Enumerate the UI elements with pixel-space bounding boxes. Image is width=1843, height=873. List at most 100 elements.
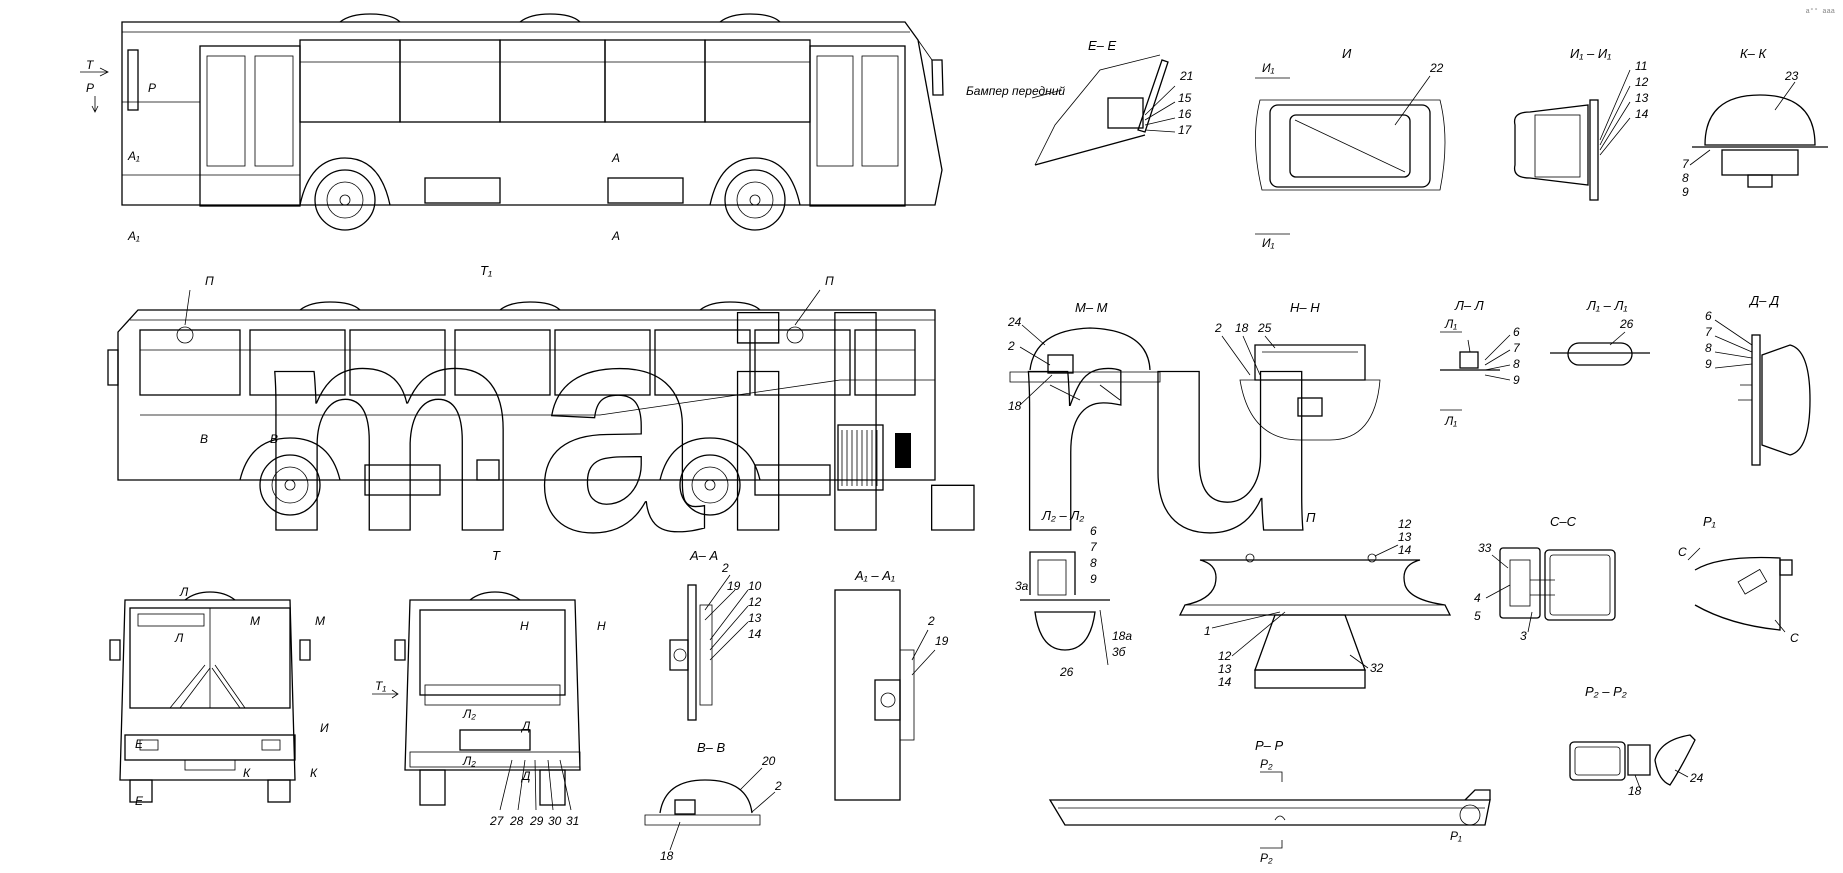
- callout-i1-11: 11: [1635, 59, 1647, 73]
- mark-p-left: П: [205, 274, 214, 288]
- note-bumper: Бампер передний: [966, 84, 1065, 98]
- title-t1: Т₁: [480, 263, 492, 278]
- mark-c-bottom: С: [1790, 631, 1799, 645]
- section-l-l: Л– Л Л₁ Л₁ 6 7 8 9: [1440, 298, 1521, 428]
- title-t: Т: [492, 548, 501, 563]
- mark-a1-bottom: А₁: [127, 229, 140, 243]
- mark-a-top: А: [611, 151, 620, 165]
- callout-p-14-bot: 14: [1218, 675, 1232, 689]
- callout-l2-18a: 18а: [1112, 629, 1132, 643]
- mark-d-bottom: Д: [520, 769, 531, 783]
- callout-mm-18: 18: [1008, 399, 1022, 413]
- view-i: И И₁ И₁ 22: [1255, 46, 1446, 250]
- rear-callouts: 27 28 29 30 31: [489, 759, 579, 828]
- view-p: П 12 13 14 1 12 13 14 32: [1178, 510, 1452, 689]
- bus-rear-view: Т: [394, 548, 581, 806]
- section-l1-l1: Л₁ – Л₁ 26: [1550, 298, 1650, 366]
- callout-p-32: 32: [1370, 661, 1384, 675]
- callout-mm-2: 2: [1007, 339, 1015, 353]
- callout-dd-8: 8: [1705, 341, 1712, 355]
- mark-l-front-top: Л: [179, 585, 189, 599]
- callout-r2-24: 24: [1689, 771, 1704, 785]
- mark-k-right: К: [310, 766, 318, 780]
- title-i: И: [1342, 46, 1352, 61]
- callout-ll-9: 9: [1513, 373, 1520, 387]
- callout-ee-21: 21: [1179, 69, 1193, 83]
- callout-dd-9: 9: [1705, 357, 1712, 371]
- mark-l-front-mid: Л: [174, 631, 184, 645]
- title-i1i1: И₁ – И₁: [1570, 46, 1611, 61]
- title-ee: Е– Е: [1088, 38, 1117, 53]
- title-kk: К– К: [1740, 46, 1768, 61]
- callout-l2-8: 8: [1090, 556, 1097, 570]
- mark-r1: Р₁: [1450, 829, 1462, 843]
- callout-nn-25: 25: [1257, 321, 1272, 335]
- callout-bb-2: 2: [774, 779, 782, 793]
- mark-c-top: С: [1678, 545, 1687, 559]
- mark-l2-top: Л₂: [462, 707, 476, 721]
- bus-side-view: [121, 13, 944, 231]
- callout-cc-33: 33: [1478, 541, 1492, 555]
- mark-r2: Р: [148, 81, 156, 95]
- bus-left-view: [107, 301, 936, 516]
- title-cc: С–С: [1550, 514, 1577, 529]
- view-r1: Р₁ С С: [1678, 514, 1799, 645]
- callout-i1-14: 14: [1635, 107, 1649, 121]
- callout-rear-28: 28: [509, 814, 524, 828]
- section-n-n: Н– Н 2 18 25: [1214, 300, 1381, 441]
- callout-p-12-top: 12: [1398, 517, 1412, 531]
- title-ll: Л– Л: [1454, 298, 1484, 313]
- mark-n-right: Н: [597, 619, 606, 633]
- callout-nn-2: 2: [1214, 321, 1222, 335]
- title-a1a1: А₁ – А₁: [854, 568, 895, 583]
- section-m-m: М– М 24 2 18: [1007, 300, 1161, 413]
- title-nn: Н– Н: [1290, 300, 1320, 315]
- mark-n-left: Н: [520, 619, 529, 633]
- title-r2r2: Р₂ – Р₂: [1585, 684, 1627, 699]
- section-r2-r2: Р₂ – Р₂ 18 24: [1569, 684, 1704, 798]
- mark-r1: Р: [86, 81, 94, 95]
- callout-kk-8: 8: [1682, 171, 1689, 185]
- callout-mm-24: 24: [1007, 315, 1022, 329]
- mark-v-left: В: [200, 432, 208, 446]
- callout-l2-3b: 3б: [1112, 645, 1127, 659]
- callout-kk-9: 9: [1682, 185, 1689, 199]
- callout-ll-6: 6: [1513, 325, 1520, 339]
- callout-nn-18: 18: [1235, 321, 1249, 335]
- callout-l2-6: 6: [1090, 524, 1097, 538]
- callout-rear-27: 27: [489, 814, 505, 828]
- title-dd: Д– Д: [1748, 293, 1779, 308]
- title-p: П: [1306, 510, 1316, 525]
- title-l2l2: Л₂ – Л₂: [1041, 508, 1084, 523]
- callout-l2-26: 26: [1059, 665, 1074, 679]
- callout-i1-12: 12: [1635, 75, 1649, 89]
- callout-ll-8: 8: [1513, 357, 1520, 371]
- mark-t: Т: [86, 58, 95, 72]
- callout-p-13-top: 13: [1398, 530, 1412, 544]
- callout-kk-23: 23: [1784, 69, 1799, 83]
- callout-aa-10: 10: [748, 579, 762, 593]
- section-a-a: А– А 2 19 10 12 13 14: [669, 548, 762, 721]
- callout-bb-20: 20: [761, 754, 776, 768]
- title-mm: М– М: [1075, 300, 1108, 315]
- callout-aa-14: 14: [748, 627, 762, 641]
- callout-l2-9: 9: [1090, 572, 1097, 586]
- mark-i1-top: И₁: [1262, 61, 1275, 75]
- callout-cc-4: 4: [1474, 591, 1481, 605]
- callout-cc-3: 3: [1520, 629, 1527, 643]
- mark-e-top: Е: [135, 737, 144, 751]
- callout-rear-29: 29: [529, 814, 544, 828]
- mark-d-top: Д: [520, 719, 531, 733]
- callout-p-1: 1: [1204, 624, 1211, 638]
- callout-l2-3a: 3а: [1015, 579, 1029, 593]
- callout-aa-13: 13: [748, 611, 762, 625]
- callout-ee-16: 16: [1178, 107, 1192, 121]
- callout-aa-19: 19: [727, 579, 741, 593]
- mark-r2-bottom: Р₂: [1260, 851, 1273, 865]
- callout-aa-12: 12: [748, 595, 762, 609]
- callout-cc-5: 5: [1474, 609, 1481, 623]
- callout-aa-2: 2: [721, 561, 729, 575]
- section-r-r: Р– Р Р₂ Р₂ Р₁: [1048, 738, 1491, 865]
- callout-ee-17: 17: [1178, 123, 1193, 137]
